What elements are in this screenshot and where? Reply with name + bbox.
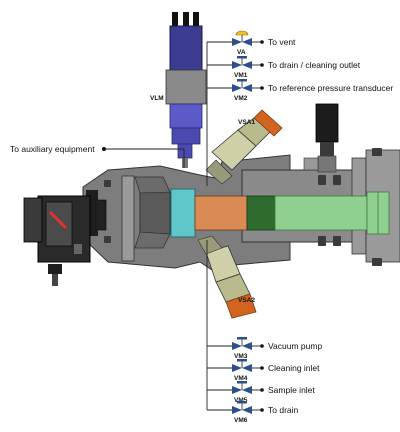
- valve-va-label: To vent: [268, 37, 296, 47]
- valve-vm4-label: Cleaning inlet: [268, 363, 320, 373]
- vsa1-valve: [205, 109, 283, 185]
- valve-vm5-label: Sample inlet: [268, 385, 315, 395]
- valve-vm2-label: To reference pressure transducer: [268, 83, 393, 93]
- valve-vm3-label: Vacuum pump: [268, 341, 322, 351]
- bolts: [104, 148, 382, 266]
- valve-vm5-tag: VM5: [234, 397, 248, 404]
- valve-vm4-tag: VM4: [234, 375, 248, 382]
- valve-vm6: VM6 To drain: [232, 401, 299, 424]
- valve-vm2-tag: VM2: [234, 95, 248, 102]
- valve-vm6-tag: VM6: [234, 417, 248, 424]
- auxiliary-endpoint-dot: [102, 147, 106, 151]
- dark-green-cell: [246, 195, 276, 231]
- valve-blue-icon: [232, 56, 252, 69]
- light-green-cell: [274, 195, 368, 231]
- valve-blue-icon: [232, 401, 252, 414]
- light-source-housing: [23, 190, 107, 286]
- valve-blue-icon: [232, 79, 252, 92]
- vlm-label: VLM: [150, 95, 164, 102]
- cyan-window: [170, 188, 196, 238]
- valve-vm1-label: To drain / cleaning outlet: [268, 60, 361, 70]
- inner-cells: [170, 188, 390, 238]
- vsa2-valve: [197, 235, 257, 319]
- tubing-lines: [104, 41, 232, 411]
- valve-blue-icon: [232, 337, 252, 350]
- vsa1-label: VSA1: [238, 119, 255, 126]
- valve-vm2: VM2 To reference pressure transducer: [232, 79, 393, 102]
- vsa2-label: VSA2: [238, 297, 255, 304]
- valve-vm3-tag: VM3: [234, 353, 248, 360]
- valve-vm1-tag: VM1: [234, 72, 248, 79]
- orange-cell: [194, 195, 248, 231]
- valve-vm5: VM5 Sample inlet: [232, 381, 315, 404]
- valve-yellow-icon: [232, 30, 252, 46]
- top-valve-list: VA To vent VM1 To drain / cleaning outle…: [232, 30, 393, 102]
- valve-vm3: VM3 Vacuum pump: [232, 337, 322, 360]
- valve-blue-icon: [232, 359, 252, 372]
- vlm-valve-stack: [165, 12, 207, 168]
- valve-vm4: VM4 Cleaning inlet: [232, 359, 320, 382]
- valve-vm1: VM1 To drain / cleaning outlet: [232, 56, 361, 79]
- valve-blue-icon: [232, 381, 252, 394]
- pressure-transducer: [303, 103, 339, 173]
- bottom-valve-list: VM3 Vacuum pump VM4 Cleaning inlet: [232, 337, 322, 424]
- valve-va: VA To vent: [232, 30, 296, 56]
- auxiliary-label: To auxiliary equipment: [10, 144, 95, 154]
- valve-va-tag: VA: [237, 49, 246, 56]
- valve-vm6-label: To drain: [268, 405, 299, 415]
